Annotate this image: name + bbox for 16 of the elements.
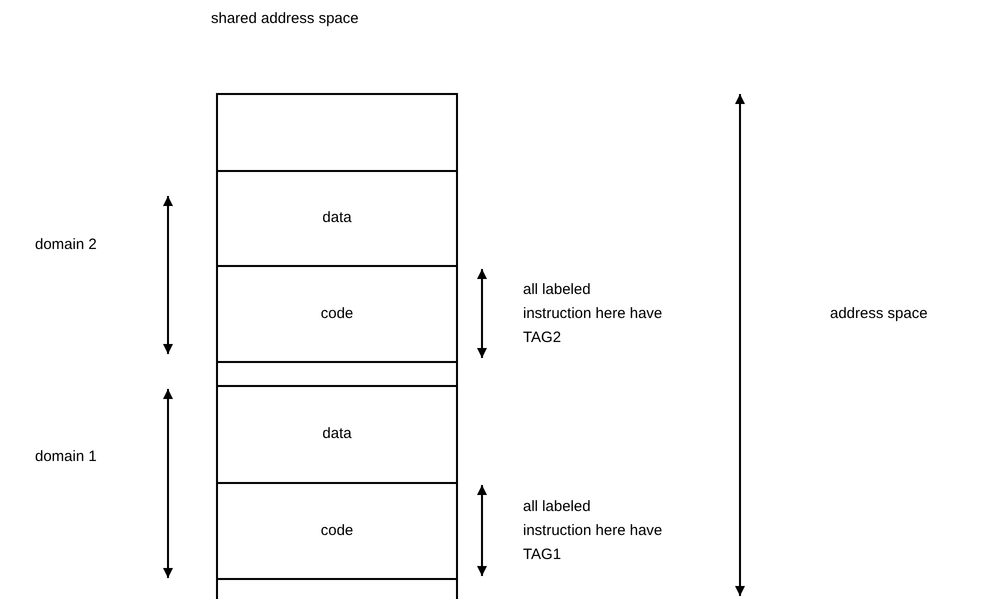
annotation-text: all labeled instruction here have TAG2	[523, 280, 663, 348]
empty-segment	[216, 361, 458, 387]
annotation-text: all labeled instruction here have TAG1	[523, 497, 663, 565]
segment-label: code	[320, 520, 354, 541]
memory-segment	[216, 385, 458, 484]
annotation-text: address space	[830, 304, 929, 324]
empty-segment	[216, 93, 458, 172]
segment-label: data	[322, 208, 352, 228]
memory-segment	[216, 170, 458, 267]
memory-segment	[216, 482, 458, 580]
title: shared address space	[211, 9, 359, 29]
annotation-text: domain 1	[35, 447, 98, 467]
memory-segment	[216, 265, 458, 363]
segment-label: data	[322, 424, 352, 444]
segment-label: code	[320, 304, 354, 324]
annotation-text: domain 2	[35, 235, 98, 255]
